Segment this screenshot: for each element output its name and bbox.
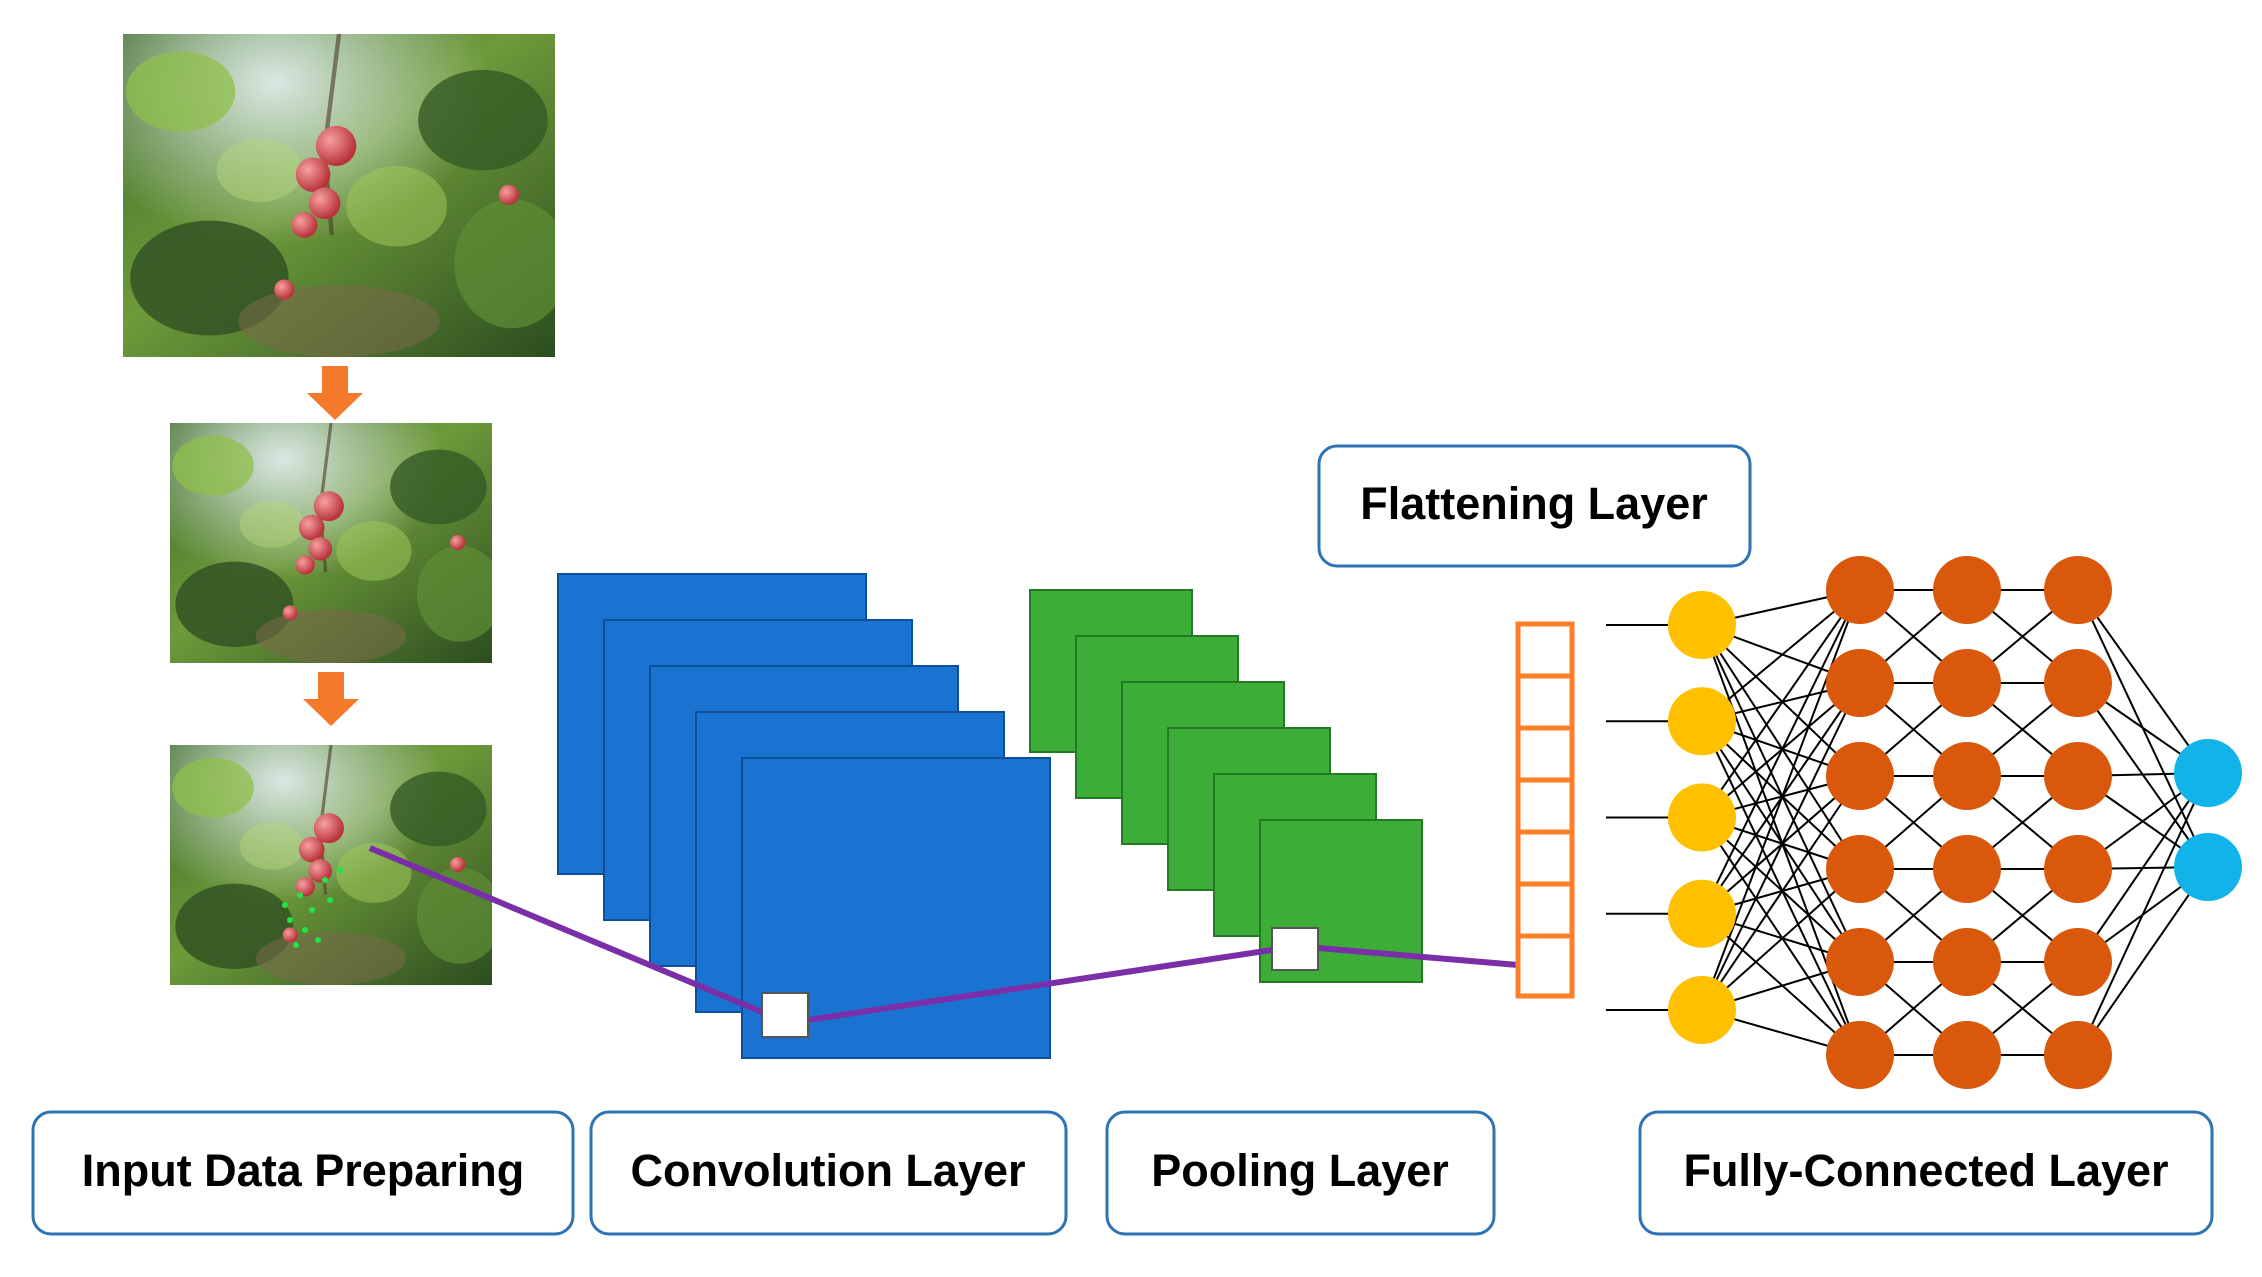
fc-edge [1701,720,1861,870]
fc-hidden-node [2044,556,2112,624]
fc-input-node [1668,591,1736,659]
fc-hidden-node [1826,649,1894,717]
label-flattening-box: Flattening Layer [1317,444,1752,568]
convolution-feature-maps [557,573,1051,1059]
convolution-kernel-square [761,992,809,1038]
label-fully-connected-box: Fully-Connected Layer [1638,1110,2214,1236]
label-pooling-box: Pooling Layer [1105,1110,1496,1236]
fc-edge [1701,624,1861,870]
fc-edge [1701,775,1861,1011]
fc-output-node [2174,739,2242,807]
input-image-annotated [170,745,492,985]
arrow-2 [303,672,359,726]
fc-input-node [1668,879,1736,948]
fc-input-leads [1606,624,1668,1011]
fc-edge [2077,589,2209,774]
fc-edge [1701,589,1861,915]
fc-hidden-node [1933,649,2001,717]
arrow-1 [307,366,363,420]
fc-hidden-node [2044,742,2112,810]
fc-edge [1701,589,1861,723]
fc-output-node [2174,833,2242,901]
label-convolution-box: Convolution Layer [589,1110,1068,1236]
flattened-vector [1515,621,1575,999]
label-input: Input Data Preparing [82,1145,525,1196]
fc-nodes [1668,556,2242,1089]
fc-hidden-node [1933,928,2001,996]
label-input-box: Input Data Preparing [31,1110,575,1236]
label-pooling: Pooling Layer [1151,1145,1449,1196]
fc-hidden-node [1933,742,2001,810]
fc-hidden-node [1933,1021,2001,1089]
fc-input-node [1668,783,1736,852]
input-images [123,34,569,985]
label-convolution: Convolution Layer [630,1145,1025,1196]
fc-hidden-node [1826,742,1894,810]
fc-edge [1701,589,1861,819]
fc-edge [1701,624,1861,963]
fc-hidden-node [2044,649,2112,717]
fc-edge [1701,816,1861,1056]
input-image-resized [170,423,492,663]
fc-hidden-node [1826,835,1894,903]
fc-edge [1701,868,1861,1011]
fc-hidden-node [1933,835,2001,903]
fc-edge [2077,772,2209,1056]
pooling-feature-maps [1029,589,1423,983]
fc-edge [1701,682,1861,1011]
fc-edge [2077,866,2209,1056]
fc-edge [1701,816,1861,963]
down-arrow-icon [303,366,363,726]
fc-hidden-node [1826,1021,1894,1089]
receptive-field-connectors [368,845,1519,1023]
fc-hidden-node [1933,556,2001,624]
fc-hidden-node [2044,928,2112,996]
fc-hidden-node [2044,835,2112,903]
label-flattening: Flattening Layer [1360,478,1708,529]
fc-edge [1701,589,1861,1011]
fc-hidden-node [2044,1021,2112,1089]
pooling-kernel-square [1271,927,1319,971]
fc-edge [2077,772,2209,963]
fc-input-node [1668,976,1736,1044]
label-fully-connected: Fully-Connected Layer [1683,1145,2168,1196]
fc-hidden-node [1826,556,1894,624]
annotation-dots [282,867,343,948]
fc-edge [1701,720,1861,963]
fc-edge [1701,624,1861,777]
fc-input-node [1668,687,1736,756]
input-image-original [123,34,569,357]
fc-edge [1701,720,1861,1056]
fc-hidden-node [1826,928,1894,996]
